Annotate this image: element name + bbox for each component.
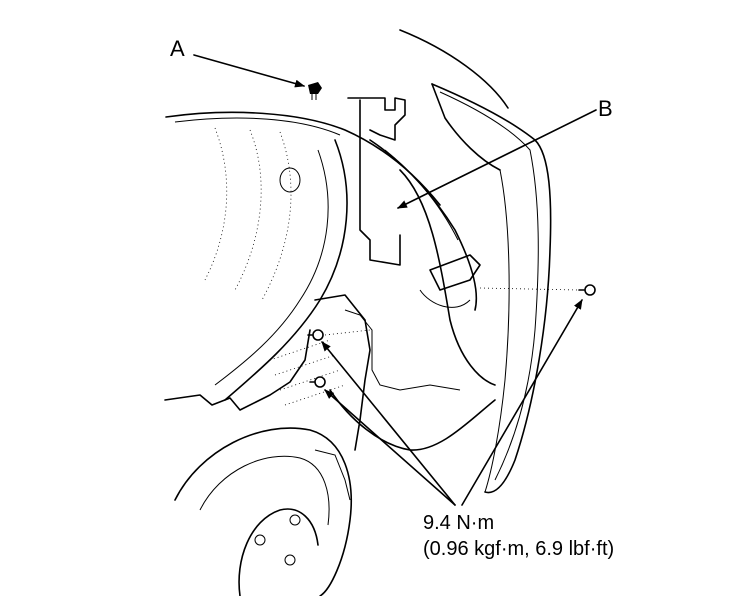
bolt-icon bbox=[307, 329, 324, 341]
torque-spec-value: 9.4 N·m bbox=[423, 512, 495, 534]
bolt-icon bbox=[578, 284, 596, 296]
liner-rib-3 bbox=[204, 127, 228, 281]
wheel-arch-outer bbox=[224, 139, 348, 401]
liner-hole bbox=[279, 167, 301, 193]
torque-leader-1 bbox=[321, 341, 456, 506]
splash-shield-lower bbox=[329, 389, 496, 451]
tire-inner bbox=[199, 455, 330, 526]
hood-edge bbox=[399, 29, 509, 109]
torque-spec-conversion: (0.96 kgf·m, 6.9 lbf·ft) bbox=[423, 538, 615, 560]
liner-rib-2 bbox=[261, 131, 292, 301]
wheel-rim bbox=[238, 508, 319, 596]
torque-leader-3 bbox=[461, 299, 583, 506]
torque-leader-2 bbox=[324, 389, 456, 506]
headlight-inner bbox=[384, 149, 459, 241]
splash-shield-panel bbox=[344, 309, 461, 391]
wheel-arch-inner bbox=[214, 149, 329, 386]
callout-b-label: B bbox=[598, 96, 613, 121]
callout-b-leader bbox=[397, 109, 597, 209]
bumper-cover-inner bbox=[439, 91, 539, 481]
bracket-mount bbox=[429, 254, 481, 291]
bolt-icon bbox=[309, 376, 326, 388]
liner-bottom-edge bbox=[164, 329, 311, 411]
callout-a-label: A bbox=[170, 36, 185, 61]
fender-top-edge bbox=[165, 111, 441, 206]
lug-hole-1 bbox=[254, 534, 266, 546]
liner-rib-1 bbox=[234, 129, 262, 291]
strut-area bbox=[314, 449, 351, 501]
upper-bracket bbox=[347, 97, 406, 141]
headlight-housing bbox=[369, 139, 478, 311]
bolt-hole-line bbox=[479, 287, 579, 291]
lug-hole-3 bbox=[284, 554, 296, 566]
bumper-cover-top bbox=[431, 83, 552, 494]
bracket-mount-detail bbox=[419, 289, 471, 308]
tire-outer bbox=[174, 427, 352, 596]
bolt-hole-line bbox=[324, 329, 371, 336]
lug-hole-2 bbox=[289, 514, 301, 526]
fender-top-inner bbox=[174, 117, 341, 136]
bumper-cover-side bbox=[484, 169, 510, 493]
wire-harness bbox=[399, 169, 496, 386]
bumper-cover-lip bbox=[431, 83, 501, 171]
clip-a-icon bbox=[308, 82, 322, 100]
bracket-stem bbox=[359, 99, 401, 266]
callout-a-leader bbox=[193, 54, 305, 88]
